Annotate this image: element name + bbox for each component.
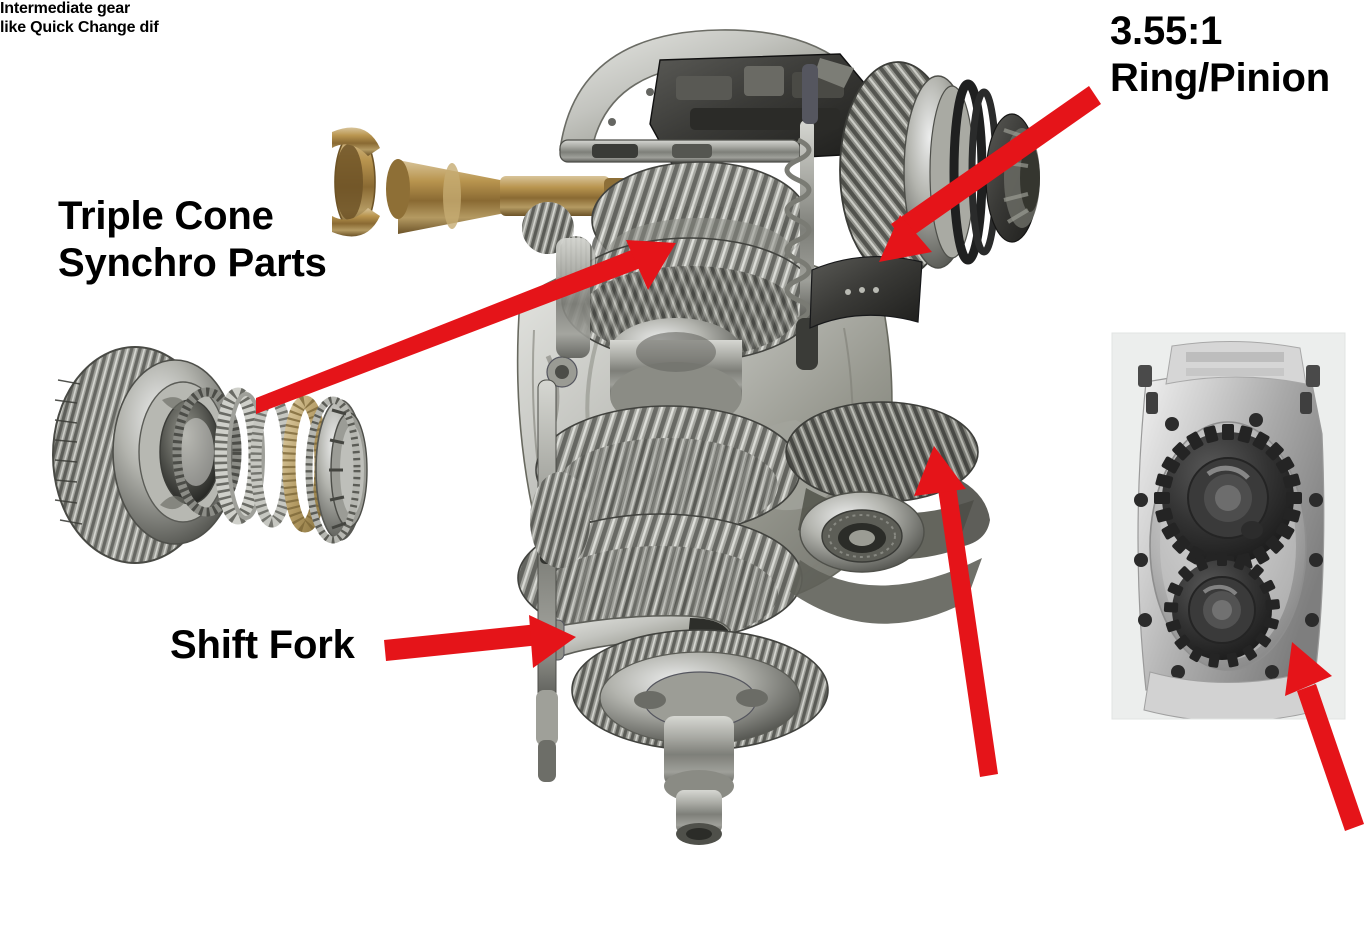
synchro-exploded-parts	[52, 346, 368, 564]
lower-left-gear	[530, 472, 590, 568]
transaxle-assembly	[332, 29, 1040, 845]
synchro-inner-cone	[305, 396, 368, 544]
inset-lower-gear	[1163, 552, 1281, 668]
output-gear	[571, 629, 829, 845]
shift-rail-upper	[559, 139, 801, 163]
gear-cover-inset-art	[1112, 333, 1345, 719]
label-intermediate-gear: Intermediate gear like Quick Change dif	[0, 0, 159, 36]
label-ring-pinion: 3.55:1 Ring/Pinion	[1110, 9, 1330, 101]
inset-upper-gear	[1154, 424, 1302, 572]
shift-shaft-coil	[784, 64, 818, 370]
inset-border	[1111, 332, 1346, 720]
label-shift-fork: Shift Fork	[170, 623, 355, 667]
label-triple-cone-synchro: Triple Cone Synchro Parts	[58, 194, 327, 286]
selector-rail-left	[536, 379, 558, 782]
helical-gear-lower	[535, 405, 801, 535]
intermediate-gear	[785, 401, 990, 624]
